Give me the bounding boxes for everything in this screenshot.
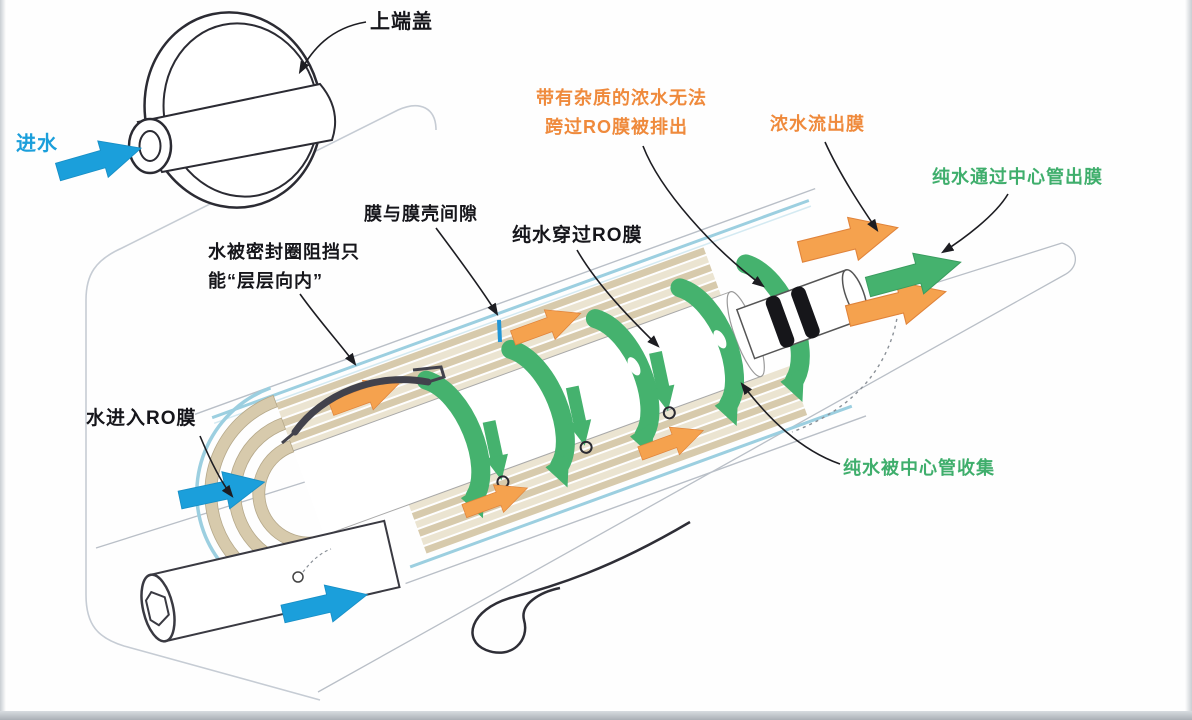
end-cap-tube — [136, 82, 336, 174]
housing-top-edge — [194, 187, 816, 425]
scan-edge-left — [0, 0, 6, 720]
membrane-element-body — [194, 187, 868, 607]
label-water-enters-membrane: 水进入RO膜 — [86, 408, 197, 429]
label-seal-blocked: 水被密封圈阻挡只 能“层层向内” — [208, 238, 360, 296]
label-concentrate-blocked-line1: 带有杂质的浓水无法 — [536, 88, 707, 108]
label-seal-blocked-line1: 水被密封圈阻挡只 — [208, 242, 360, 262]
label-concentrate-blocked: 带有杂质的浓水无法 跨过RO膜被排出 — [536, 84, 707, 142]
label-concentrate-blocked-line2: 跨过RO膜被排出 — [545, 117, 688, 137]
tube-hole-dot — [292, 571, 304, 583]
concentrate-out-arrow-top — [794, 205, 904, 274]
hex-socket — [144, 590, 170, 627]
label-top-end-cap: 上端盖 — [370, 11, 433, 33]
center-tube-inlet-end — [140, 519, 401, 643]
label-membrane-shell-gap: 膜与膜壳间隙 — [364, 204, 478, 224]
o-ring — [765, 295, 795, 348]
label-concentrate-out: 浓水流出膜 — [770, 114, 865, 134]
scan-edge-right — [1185, 0, 1192, 720]
label-pure-through-membrane: 纯水穿过RO膜 — [512, 225, 643, 246]
label-pure-collected: 纯水被中心管收集 — [843, 458, 995, 478]
label-inlet: 进水 — [16, 133, 58, 155]
o-ring — [791, 286, 820, 339]
membrane-leaf-flap — [471, 520, 691, 654]
end-cap — [127, 11, 336, 209]
scan-edge-bottom — [0, 711, 1192, 720]
brine-seal-ring — [281, 365, 446, 445]
tube-hole-dash — [302, 548, 332, 573]
housing-bottom-edge — [405, 404, 867, 585]
background-panel-outline — [85, 105, 437, 701]
label-pure-out-center-tube: 纯水通过中心管出膜 — [932, 167, 1103, 187]
gap-indicator-tick — [497, 319, 502, 343]
leader-lines — [199, 21, 1009, 498]
label-seal-blocked-line2: 能“层层向内” — [208, 271, 323, 291]
